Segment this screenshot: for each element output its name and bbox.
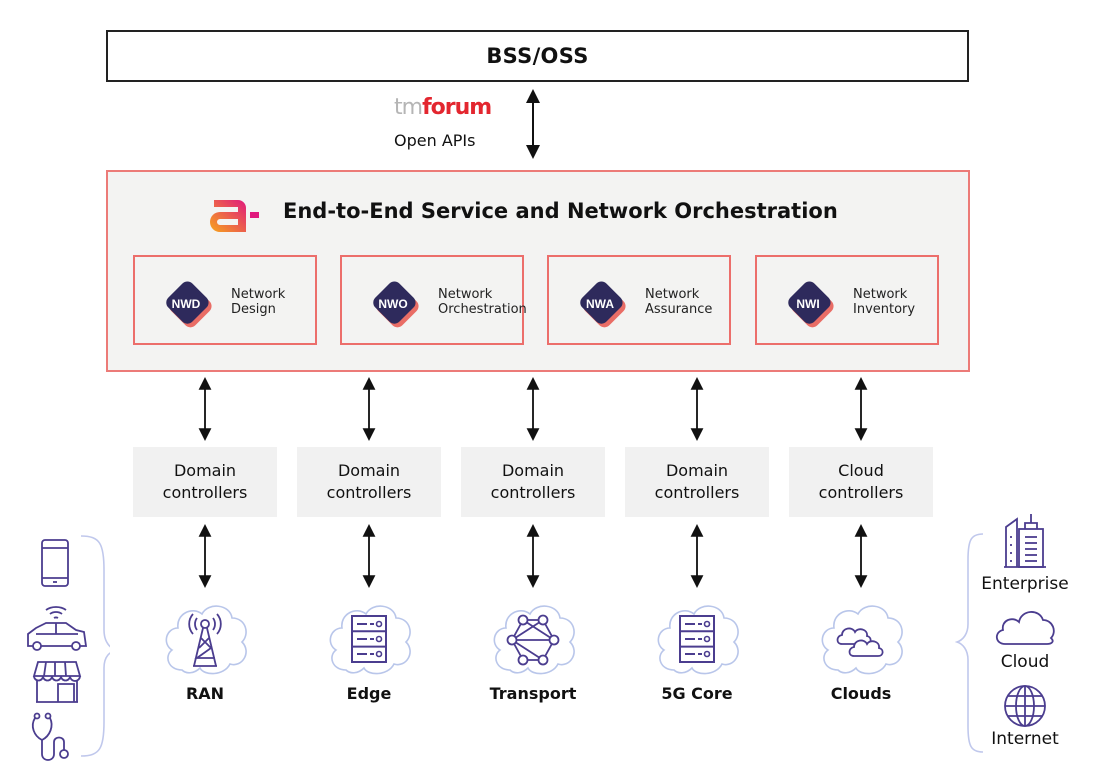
5g-core-server-rack-icon — [652, 600, 742, 678]
ctrl-domain-arrow — [690, 524, 704, 588]
globe-icon — [1004, 685, 1046, 727]
tmforum-forum: forum — [422, 95, 492, 120]
cloud-icon — [995, 611, 1055, 645]
domain-label-edge: Edge — [346, 684, 392, 703]
endpoint-label-cloud: Cloud — [1000, 652, 1050, 672]
svg-text:NWD: NWD — [172, 297, 201, 311]
ctrl-domain-arrow — [854, 524, 868, 588]
smartphone-icon — [41, 539, 69, 587]
domain-label-ran: RAN — [185, 684, 225, 703]
orchestration-title: End-to-End Service and Network Orchestra… — [283, 199, 838, 223]
transport-mesh-network-icon — [488, 600, 578, 678]
right-brace — [955, 533, 984, 753]
ctrl-domain-arrow — [198, 524, 212, 588]
endpoint-label-enterprise: Enterprise — [981, 574, 1069, 594]
orch-ctrl-arrow — [854, 377, 868, 441]
nwi-badge-icon: NWI — [781, 277, 837, 333]
bss-orchestration-arrow — [526, 87, 540, 161]
open-apis-label: Open APIs — [394, 131, 476, 150]
domain-label-clouds: Clouds — [830, 684, 892, 703]
domain-label-transport: Transport — [489, 684, 577, 703]
ctrl-domain-arrow — [526, 524, 540, 588]
orch-ctrl-arrow — [526, 377, 540, 441]
domain-label-5g-core: 5G Core — [661, 684, 733, 703]
svg-text:NWI: NWI — [796, 297, 819, 311]
left-devices-group — [27, 535, 110, 761]
amdocs-a-logo-icon — [210, 200, 259, 232]
bss-oss-box: BSS/OSS — [106, 30, 969, 82]
orch-ctrl-arrow — [198, 377, 212, 441]
nwo-badge-icon: NWO — [366, 277, 422, 333]
orch-ctrl-arrow — [690, 377, 704, 441]
tmforum-tm: tm — [394, 95, 423, 120]
nwa-badge-icon: NWA — [573, 277, 629, 333]
clouds-double-cloud-icon — [816, 600, 906, 678]
svg-text:NWA: NWA — [586, 297, 614, 311]
bss-oss-label: BSS/OSS — [486, 44, 589, 68]
edge-server-rack-icon — [324, 600, 414, 678]
orch-ctrl-arrow — [362, 377, 376, 441]
connected-car-icon — [27, 606, 88, 651]
nwd-badge-icon: NWD — [159, 277, 215, 333]
office-building-icon — [1004, 514, 1046, 568]
ran-cell-tower-icon — [160, 600, 250, 678]
stethoscope-icon — [31, 712, 69, 761]
tmforum-logo: tmforum — [394, 95, 504, 120]
storefront-icon — [32, 661, 82, 703]
ctrl-domain-arrow — [362, 524, 376, 588]
endpoint-label-internet: Internet — [991, 729, 1059, 749]
svg-text:NWO: NWO — [378, 297, 407, 311]
